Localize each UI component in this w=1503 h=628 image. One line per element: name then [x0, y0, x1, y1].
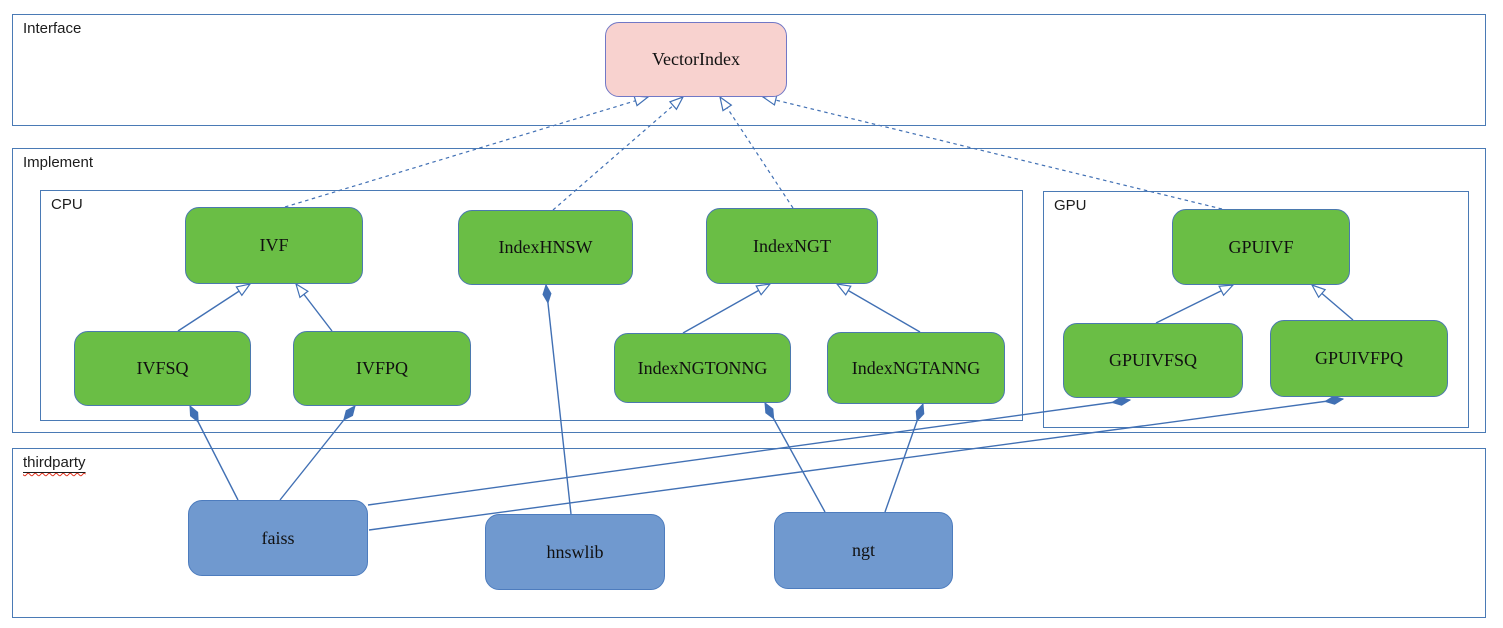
node-ivfpq[interactable]: IVFPQ [293, 331, 471, 406]
edge-realization-gpuivf-to-vectorindex [761, 94, 1223, 210]
node-ivfpq-label: IVFPQ [355, 358, 408, 378]
node-gpuivfpq-label: GPUIVFPQ [1314, 348, 1404, 368]
node-indexngt-label: IndexNGT [753, 235, 831, 256]
container-cpu-label: CPU [51, 196, 83, 213]
node-vectorindex[interactable]: VectorIndex [605, 22, 787, 97]
container-cpu-label-text: CPU [51, 196, 83, 213]
node-ivf[interactable]: IVF [185, 207, 363, 284]
node-ivfsq[interactable]: IVFSQ [74, 331, 251, 406]
container-gpu-label-text: GPU [1054, 197, 1087, 214]
node-hnswlib-label: hnswlib [546, 541, 604, 562]
node-ngt-label: ngt [851, 540, 875, 560]
edge-inheritance-gpuivfsq-to-gpuivf [1155, 284, 1235, 324]
container-interface: Interface [12, 14, 1486, 126]
edge-composition-faiss-to-ivfsq [189, 406, 239, 501]
edge-realization-indexhnsw-to-vectorindex [552, 95, 685, 211]
node-gpuivfpq[interactable]: GPUIVFPQ [1270, 320, 1448, 397]
edge-composition-ngt-to-indexngtanng [884, 404, 923, 513]
node-indexngtanng-label: IndexNGTANNG [851, 357, 981, 378]
container-thirdparty: thirdparty [12, 448, 1486, 618]
node-gpuivf[interactable]: GPUIVF [1172, 209, 1350, 285]
container-implement-label-text: Implement [23, 154, 94, 171]
container-thirdparty-label: thirdparty [23, 454, 86, 471]
node-indexhnsw[interactable]: IndexHNSW [458, 210, 633, 285]
edge-inheritance-indexngtonng-to-indexngt [682, 283, 772, 334]
node-faiss[interactable]: faiss [188, 500, 368, 576]
node-gpuivfsq[interactable]: GPUIVFSQ [1063, 323, 1243, 398]
edge-inheritance-ivfpq-to-ivf [294, 282, 333, 332]
edge-composition-hnswlib-to-indexhnsw [546, 285, 572, 515]
edge-inheritance-ivfsq-to-ivf [177, 283, 252, 332]
node-ivf-label: IVF [259, 235, 289, 255]
node-hnswlib[interactable]: hnswlib [485, 514, 665, 590]
container-implement-label: Implement [23, 154, 93, 171]
container-gpu: GPU [1043, 191, 1469, 428]
node-indexngtonng[interactable]: IndexNGTONNG [614, 333, 791, 403]
node-vectorindex-label: VectorIndex [652, 49, 740, 69]
edge-realization-ivf-to-vectorindex [284, 95, 650, 208]
edge-inheritance-gpuivfpq-to-gpuivf [1310, 283, 1354, 321]
node-ivfsq-label: IVFSQ [136, 358, 189, 378]
edge-realization-indexngt-to-vectorindex [719, 95, 794, 209]
edge-inheritance-indexngtanng-to-indexngt [835, 283, 921, 333]
container-interface-label-text: Interface [23, 20, 82, 37]
node-indexngtanng[interactable]: IndexNGTANNG [827, 332, 1005, 404]
node-gpuivfsq-label: GPUIVFSQ [1108, 350, 1198, 370]
node-indexngtonng-label: IndexNGTONNG [637, 357, 768, 378]
node-indexngt[interactable]: IndexNGT [706, 208, 878, 284]
edge-composition-faiss-to-gpuivfsq [367, 400, 1130, 506]
edge-composition-faiss-to-gpuivfpq [368, 399, 1343, 531]
edge-composition-faiss-to-ivfpq [279, 406, 355, 501]
edge-composition-ngt-to-indexngtonng [764, 403, 826, 513]
node-gpuivf-label: GPUIVF [1228, 236, 1294, 257]
container-gpu-label: GPU [1054, 197, 1087, 214]
node-faiss-label: faiss [261, 527, 295, 548]
node-indexhnsw-label: IndexHNSW [498, 237, 593, 257]
container-cpu: CPU [40, 190, 1023, 421]
container-interface-label: Interface [23, 20, 81, 37]
container-implement: Implement [12, 148, 1486, 433]
node-ngt[interactable]: ngt [774, 512, 953, 589]
container-thirdparty-label-text: thirdparty [23, 454, 86, 471]
